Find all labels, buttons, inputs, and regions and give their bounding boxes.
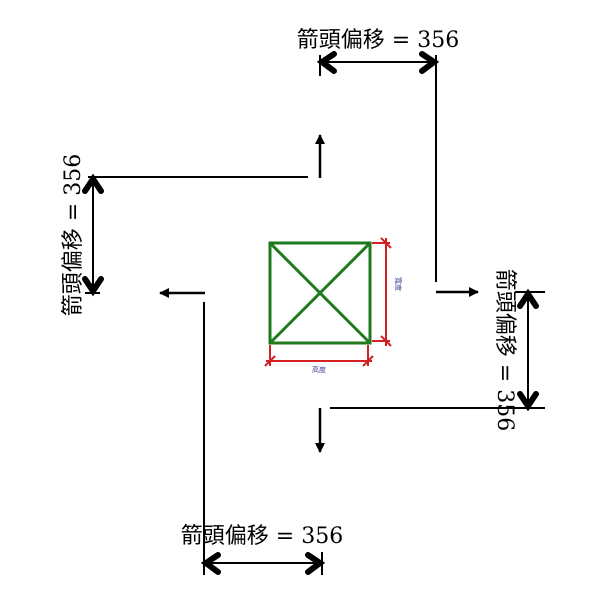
box-symbol xyxy=(268,241,372,345)
bottom-offset-group xyxy=(200,552,326,575)
double-arrow-icon xyxy=(82,173,104,297)
right-offset-label: 箭頭偏移 = 356 xyxy=(492,269,517,431)
left-offset-label: 箭頭偏移 = 356 xyxy=(61,154,86,316)
top-offset-label: 箭頭偏移 = 356 xyxy=(297,28,459,53)
width-dimension-label: 寬度 xyxy=(394,277,403,291)
double-arrow-icon xyxy=(517,288,539,412)
left-offset-group xyxy=(82,134,325,575)
double-arrow-icon xyxy=(200,552,326,575)
double-arrow-icon xyxy=(316,51,440,74)
height-dimension-label: 高度 xyxy=(312,365,326,374)
top-offset-group xyxy=(316,51,479,297)
right-offset-group xyxy=(315,288,545,453)
bottom-offset-label: 箭頭偏移 = 356 xyxy=(181,524,343,549)
dimension-lines xyxy=(264,237,392,367)
